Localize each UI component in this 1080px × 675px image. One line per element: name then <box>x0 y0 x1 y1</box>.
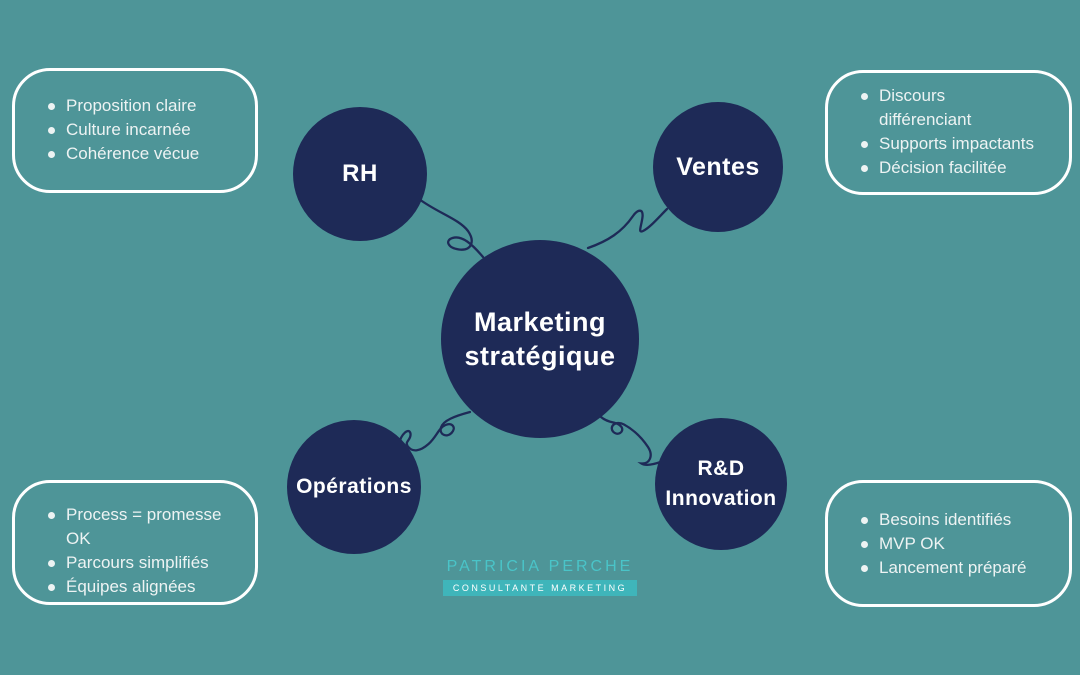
node-operations: Opérations <box>287 420 421 554</box>
node-rd-label: R&D Innovation <box>665 457 777 510</box>
connector-rd-center <box>599 415 664 466</box>
bullet-item: Process = promesse OK <box>48 503 247 551</box>
brand-name: PATRICIA PERCHE <box>446 558 634 575</box>
node-ventes-label: Ventes <box>676 152 760 181</box>
bullet-item: Supports impactants <box>861 132 1061 156</box>
connector-operations-center <box>397 410 472 452</box>
connector-ventes-center <box>586 207 669 250</box>
bullet-item: MVP OK <box>861 532 1061 556</box>
bullet-item: Cohérence vécue <box>48 142 243 166</box>
bullet-item: Proposition claire <box>48 94 243 118</box>
node-center-label: Marketing stratégique <box>464 307 616 371</box>
brand-tagline: CONSULTANTE MARKETING <box>442 580 638 596</box>
node-rd-innovation: R&D Innovation <box>655 418 787 550</box>
node-operations-label: Opérations <box>296 475 412 498</box>
node-rh: RH <box>293 107 427 241</box>
bullet-item: Culture incarnée <box>48 118 243 142</box>
bullet-item: Besoins identifiés <box>861 508 1061 532</box>
connector-rh-center <box>417 197 485 259</box>
node-ventes: Ventes <box>653 102 783 232</box>
bullet-item: Lancement préparé <box>861 556 1061 580</box>
brand-logo: PATRICIA PERCHE CONSULTANTE MARKETING <box>0 558 1080 596</box>
node-rh-label: RH <box>342 160 378 187</box>
bullet-item: Décision facilitée <box>861 156 1061 180</box>
bullet-item: Discours différenciant <box>861 84 1061 132</box>
node-center-marketing-strategique: Marketing stratégique <box>441 240 639 438</box>
bullet-item: Parcours simplifiés <box>48 551 247 575</box>
bullet-item: Équipes alignées <box>48 575 247 599</box>
